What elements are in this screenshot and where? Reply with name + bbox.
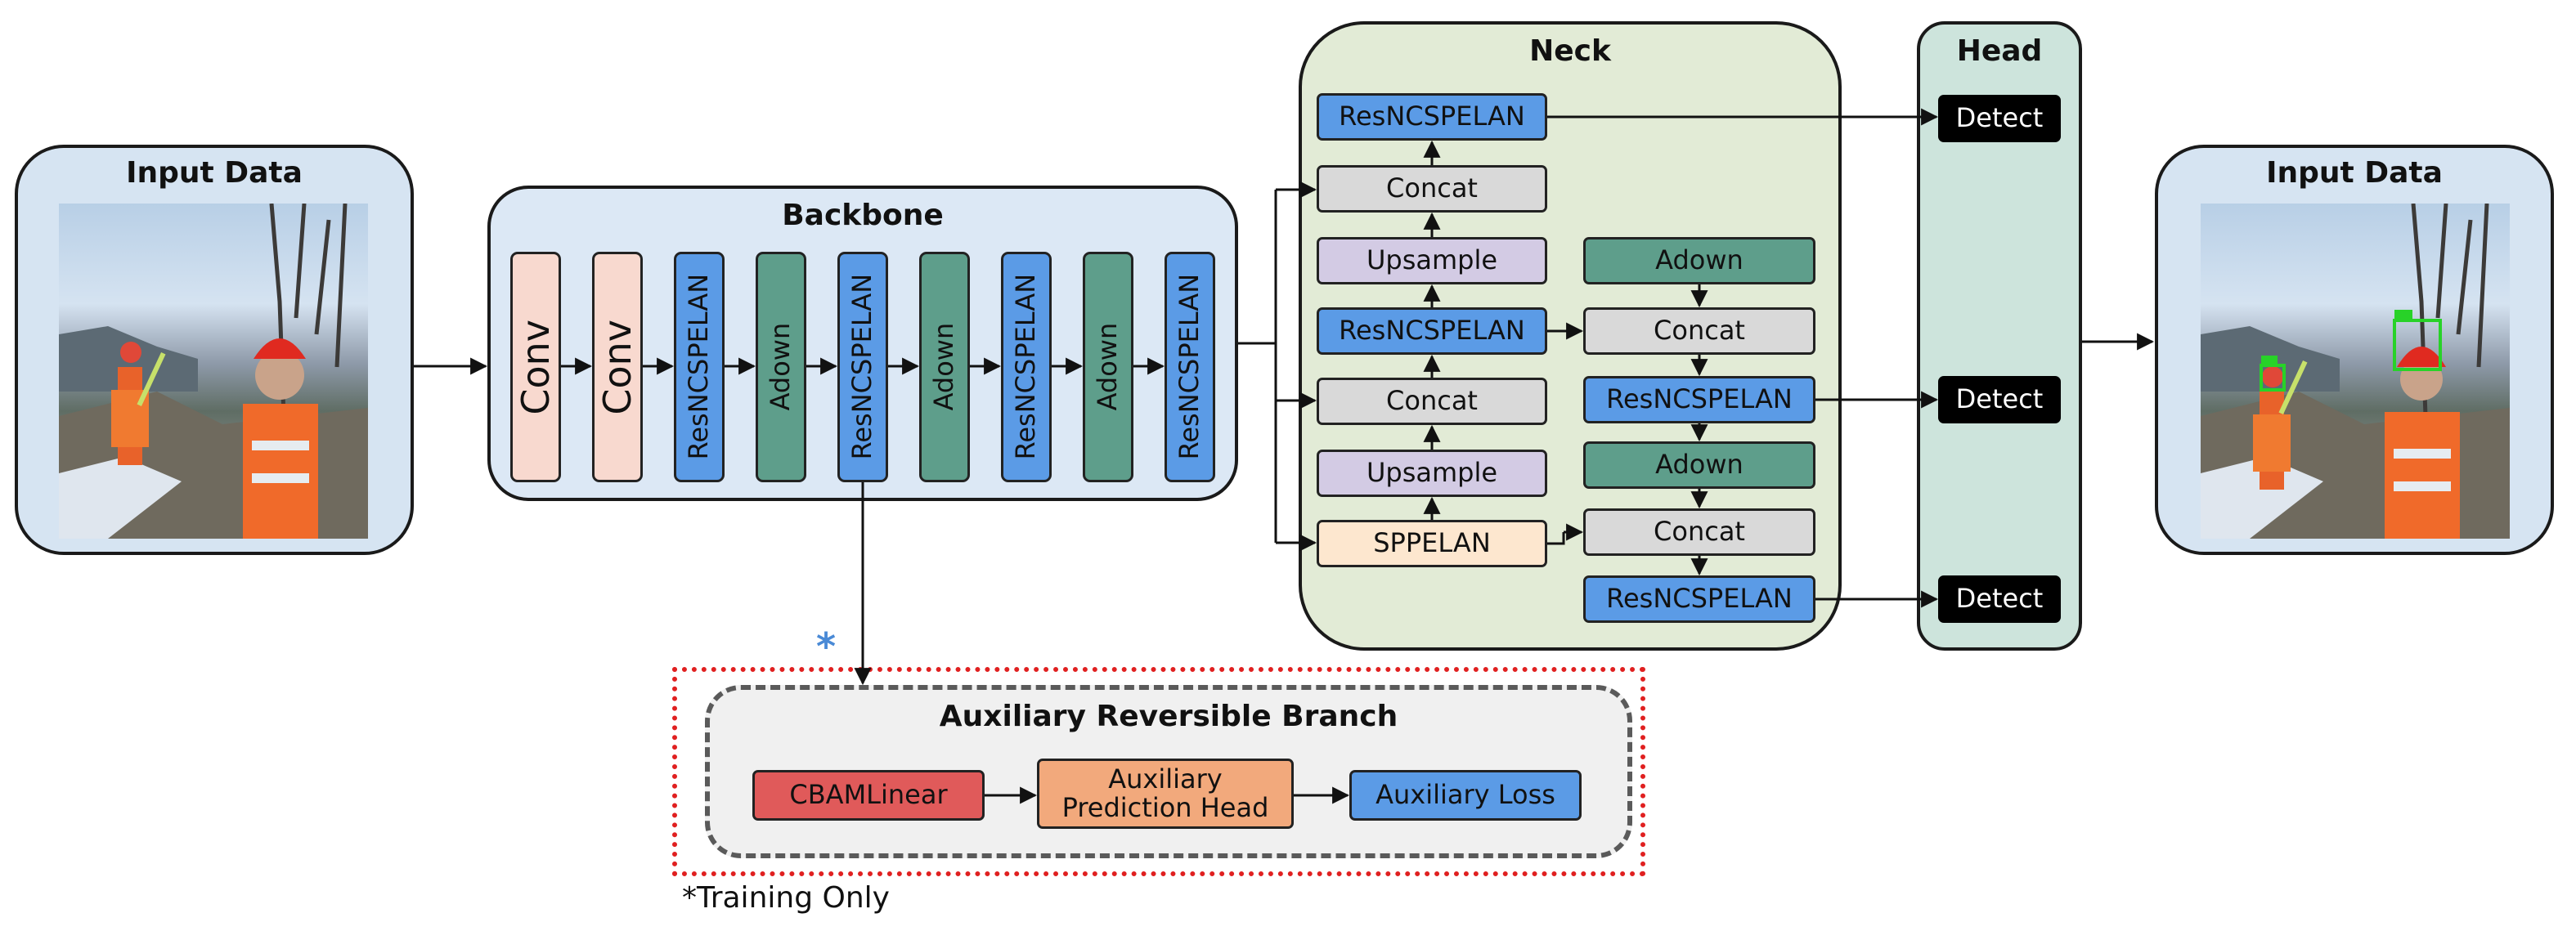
- auxiliary-prediction-head-block: Auxiliary Prediction Head: [1037, 759, 1294, 829]
- neck-upsample-2: Upsample: [1317, 450, 1547, 497]
- output-image-right: [2201, 204, 2510, 539]
- neck-resncspelan-right-1: ResNCSPELAN: [1583, 376, 1815, 423]
- auxiliary-loss-block: Auxiliary Loss: [1349, 770, 1582, 821]
- detect-block-1: Detect: [1938, 95, 2061, 142]
- neck-resncspelan-mid: ResNCSPELAN: [1317, 307, 1547, 355]
- neck-concat-3: Concat: [1583, 307, 1815, 355]
- backbone-adown-2: Adown: [919, 252, 970, 482]
- auxiliary-branch-title: Auxiliary Reversible Branch: [939, 700, 1398, 733]
- neck-resncspelan-right-2: ResNCSPELAN: [1583, 575, 1815, 623]
- input-data-right-title: Input Data: [2266, 156, 2443, 190]
- backbone-resncspelan-1: ResNCSPELAN: [674, 252, 725, 482]
- input-data-right-panel: Input Data: [2155, 145, 2554, 555]
- cbamlinear-block: CBAMLinear: [752, 770, 985, 821]
- neck-title: Neck: [1529, 34, 1611, 68]
- training-only-region: [672, 667, 1645, 876]
- neck-upsample-1: Upsample: [1317, 237, 1547, 284]
- input-data-left-title: Input Data: [126, 156, 303, 190]
- input-data-left-panel: Input Data: [15, 145, 414, 555]
- training-only-footnote: *Training Only: [682, 881, 890, 915]
- worker-scene-image: [59, 204, 368, 539]
- detection-box-1: [2393, 319, 2442, 371]
- neck-adown-2: Adown: [1583, 441, 1815, 489]
- detect-block-2: Detect: [1938, 376, 2061, 423]
- backbone-title: Backbone: [782, 199, 944, 232]
- neck-sppelan: SPPELAN: [1317, 520, 1547, 567]
- backbone-resncspelan-2: ResNCSPELAN: [837, 252, 888, 482]
- input-image-left: [59, 204, 368, 539]
- detected-scene-image: [2201, 204, 2510, 539]
- neck-concat-2: Concat: [1317, 378, 1547, 425]
- backbone-resncspelan-3: ResNCSPELAN: [1001, 252, 1052, 482]
- neck-adown-1: Adown: [1583, 237, 1815, 284]
- backbone-resncspelan-4: ResNCSPELAN: [1165, 252, 1215, 482]
- neck-concat-4: Concat: [1583, 508, 1815, 556]
- detect-block-3: Detect: [1938, 575, 2061, 623]
- backbone-conv-2: Conv: [592, 252, 643, 482]
- backbone-adown-1: Adown: [756, 252, 806, 482]
- neck-concat-1: Concat: [1317, 165, 1547, 213]
- neck-resncspelan-top: ResNCSPELAN: [1317, 93, 1547, 141]
- backbone-conv-1: Conv: [510, 252, 561, 482]
- backbone-adown-3: Adown: [1083, 252, 1133, 482]
- head-title: Head: [1956, 34, 2043, 68]
- auxiliary-marker: *: [816, 624, 837, 669]
